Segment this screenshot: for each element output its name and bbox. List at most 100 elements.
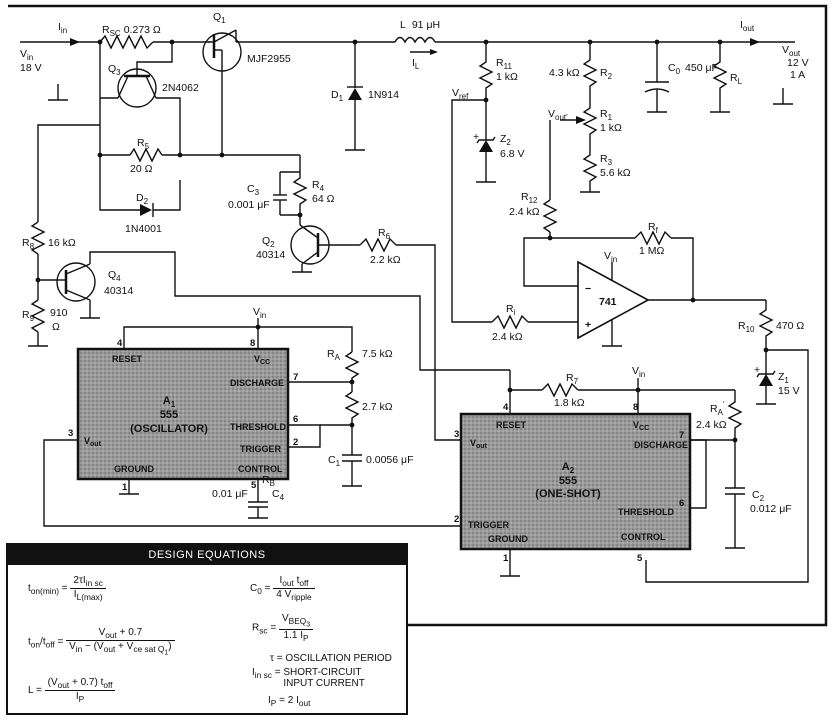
c4-label: C4: [272, 488, 285, 502]
c2-label: C2: [752, 489, 765, 503]
vin-label: Vin: [20, 48, 33, 62]
r4-resistor: [292, 172, 308, 215]
q2-part: 40314: [256, 249, 285, 261]
rb-value: 2.7 kΩ: [362, 401, 393, 413]
iin-label: Iin: [58, 21, 67, 35]
r6-resistor: [359, 237, 397, 253]
a2-pin3: 3: [454, 429, 459, 440]
rf-value: 1 MΩ: [639, 245, 665, 257]
d1-part: 1N914: [368, 89, 399, 101]
r3-value: 5.6 kΩ: [600, 167, 631, 179]
vout-prime-label: Vout': [548, 108, 568, 122]
d1-label: D1: [331, 89, 344, 103]
r2-value: 4.3 kΩ: [549, 67, 580, 79]
a1-control: CONTROL: [238, 464, 283, 474]
rl-label: RL: [730, 72, 743, 86]
r11-resistor: [478, 42, 494, 100]
a2-vcc: VCC: [633, 420, 649, 432]
a1-vcc: VCC: [254, 354, 270, 366]
d1-diode: [345, 42, 365, 151]
rf-resistor: [634, 230, 672, 246]
r10-label: R10: [738, 320, 755, 334]
a1-pin5: 5: [251, 480, 257, 491]
r2-resistor: [582, 42, 598, 100]
a1-ground: GROUND: [114, 464, 154, 474]
a1-pin6: 6: [293, 414, 298, 425]
c4-value: 0.01 μF: [212, 488, 248, 500]
a1-discharge: DISCHARGE: [230, 378, 284, 388]
iout-arrow-icon: [750, 38, 760, 46]
r9-unit: Ω: [52, 321, 60, 333]
vout-volt: 12 V: [787, 57, 809, 69]
r9-value: 910: [50, 307, 68, 319]
input-rail: [20, 29, 795, 72]
a1-pin1: 1: [122, 482, 128, 493]
a2-pin4: 4: [503, 402, 509, 413]
a2-vout: Vout: [470, 438, 488, 450]
a2-pin2: 2: [454, 514, 459, 525]
r9-resistor: [30, 299, 46, 333]
z1-zener: [756, 350, 776, 405]
wiper-arrow-icon: [576, 116, 586, 124]
r2-label: R2: [600, 67, 613, 81]
q3-transistor: [99, 42, 181, 155]
z1-label: Z1: [778, 371, 789, 385]
design-equations-title: DESIGN EQUATIONS: [8, 545, 406, 565]
q3-label: Q3: [108, 63, 121, 77]
a2-discharge: DISCHARGE: [634, 440, 688, 450]
ra-label: RA: [327, 348, 341, 362]
rb-resistor: [344, 391, 360, 425]
r5-value: 20 Ω: [130, 163, 153, 175]
r9-label: R9: [22, 309, 35, 323]
z1-plus: +: [754, 364, 760, 376]
a2-pin6: 6: [679, 498, 684, 509]
r1-value: 1 kΩ: [600, 122, 622, 134]
c3-value: 0.001 μF: [228, 199, 270, 211]
a1-chip: [76, 347, 290, 481]
ri-value: 2.4 kΩ: [492, 331, 523, 343]
eq-ip: IP = 2 Iout: [268, 695, 311, 708]
r6-label: R6: [378, 227, 391, 241]
z2-plus: +: [473, 131, 479, 143]
r1-label: R1: [600, 108, 613, 122]
vref-label: Vref: [452, 87, 469, 101]
r6-value: 2.2 kΩ: [370, 254, 401, 266]
opamp-name: 741: [599, 296, 617, 308]
a1-vin-label: Vin: [253, 306, 266, 320]
rf-label: Rf: [648, 221, 659, 235]
r10-value: 470 Ω: [776, 320, 804, 332]
a2-pin1: 1: [503, 553, 509, 564]
c2-value: 0.012 μF: [750, 503, 792, 515]
z2-value: 6.8 V: [500, 148, 525, 160]
outer-frame: [8, 4, 828, 627]
a1-chip-text: RESET VCC DISCHARGE A1 555 (OSCILLATOR) …: [68, 338, 298, 493]
r5-resistor: [129, 147, 163, 163]
c1-label: C1: [328, 454, 341, 468]
a2-control: CONTROL: [621, 532, 666, 542]
z1-value: 15 V: [778, 385, 800, 397]
opamp-minus: −: [585, 283, 591, 295]
a1-pin8: 8: [250, 338, 255, 349]
a1-name: A1: [163, 395, 176, 409]
a2-chip-text: RESET VCC DISCHARGE A2 555 (ONE-SHOT) TH…: [454, 402, 688, 564]
rap-label: RA': [710, 400, 725, 417]
a1-reset: RESET: [112, 354, 143, 364]
opamp-741: [577, 260, 650, 347]
ra-resistor: [344, 351, 360, 392]
r5-label: R5: [137, 137, 150, 151]
c1-value: 0.0056 μF: [366, 454, 414, 466]
rsc-resistor: [99, 34, 154, 50]
a2-mode: (ONE-SHOT): [535, 488, 601, 500]
a2-threshold: THRESHOLD: [618, 507, 675, 517]
r12-label: R12: [521, 191, 538, 205]
il-arrow-icon: [430, 49, 438, 55]
rl-resistor: [712, 42, 728, 112]
r8-value: 16 kΩ: [48, 237, 76, 249]
vin-value: 18 V: [20, 62, 42, 74]
